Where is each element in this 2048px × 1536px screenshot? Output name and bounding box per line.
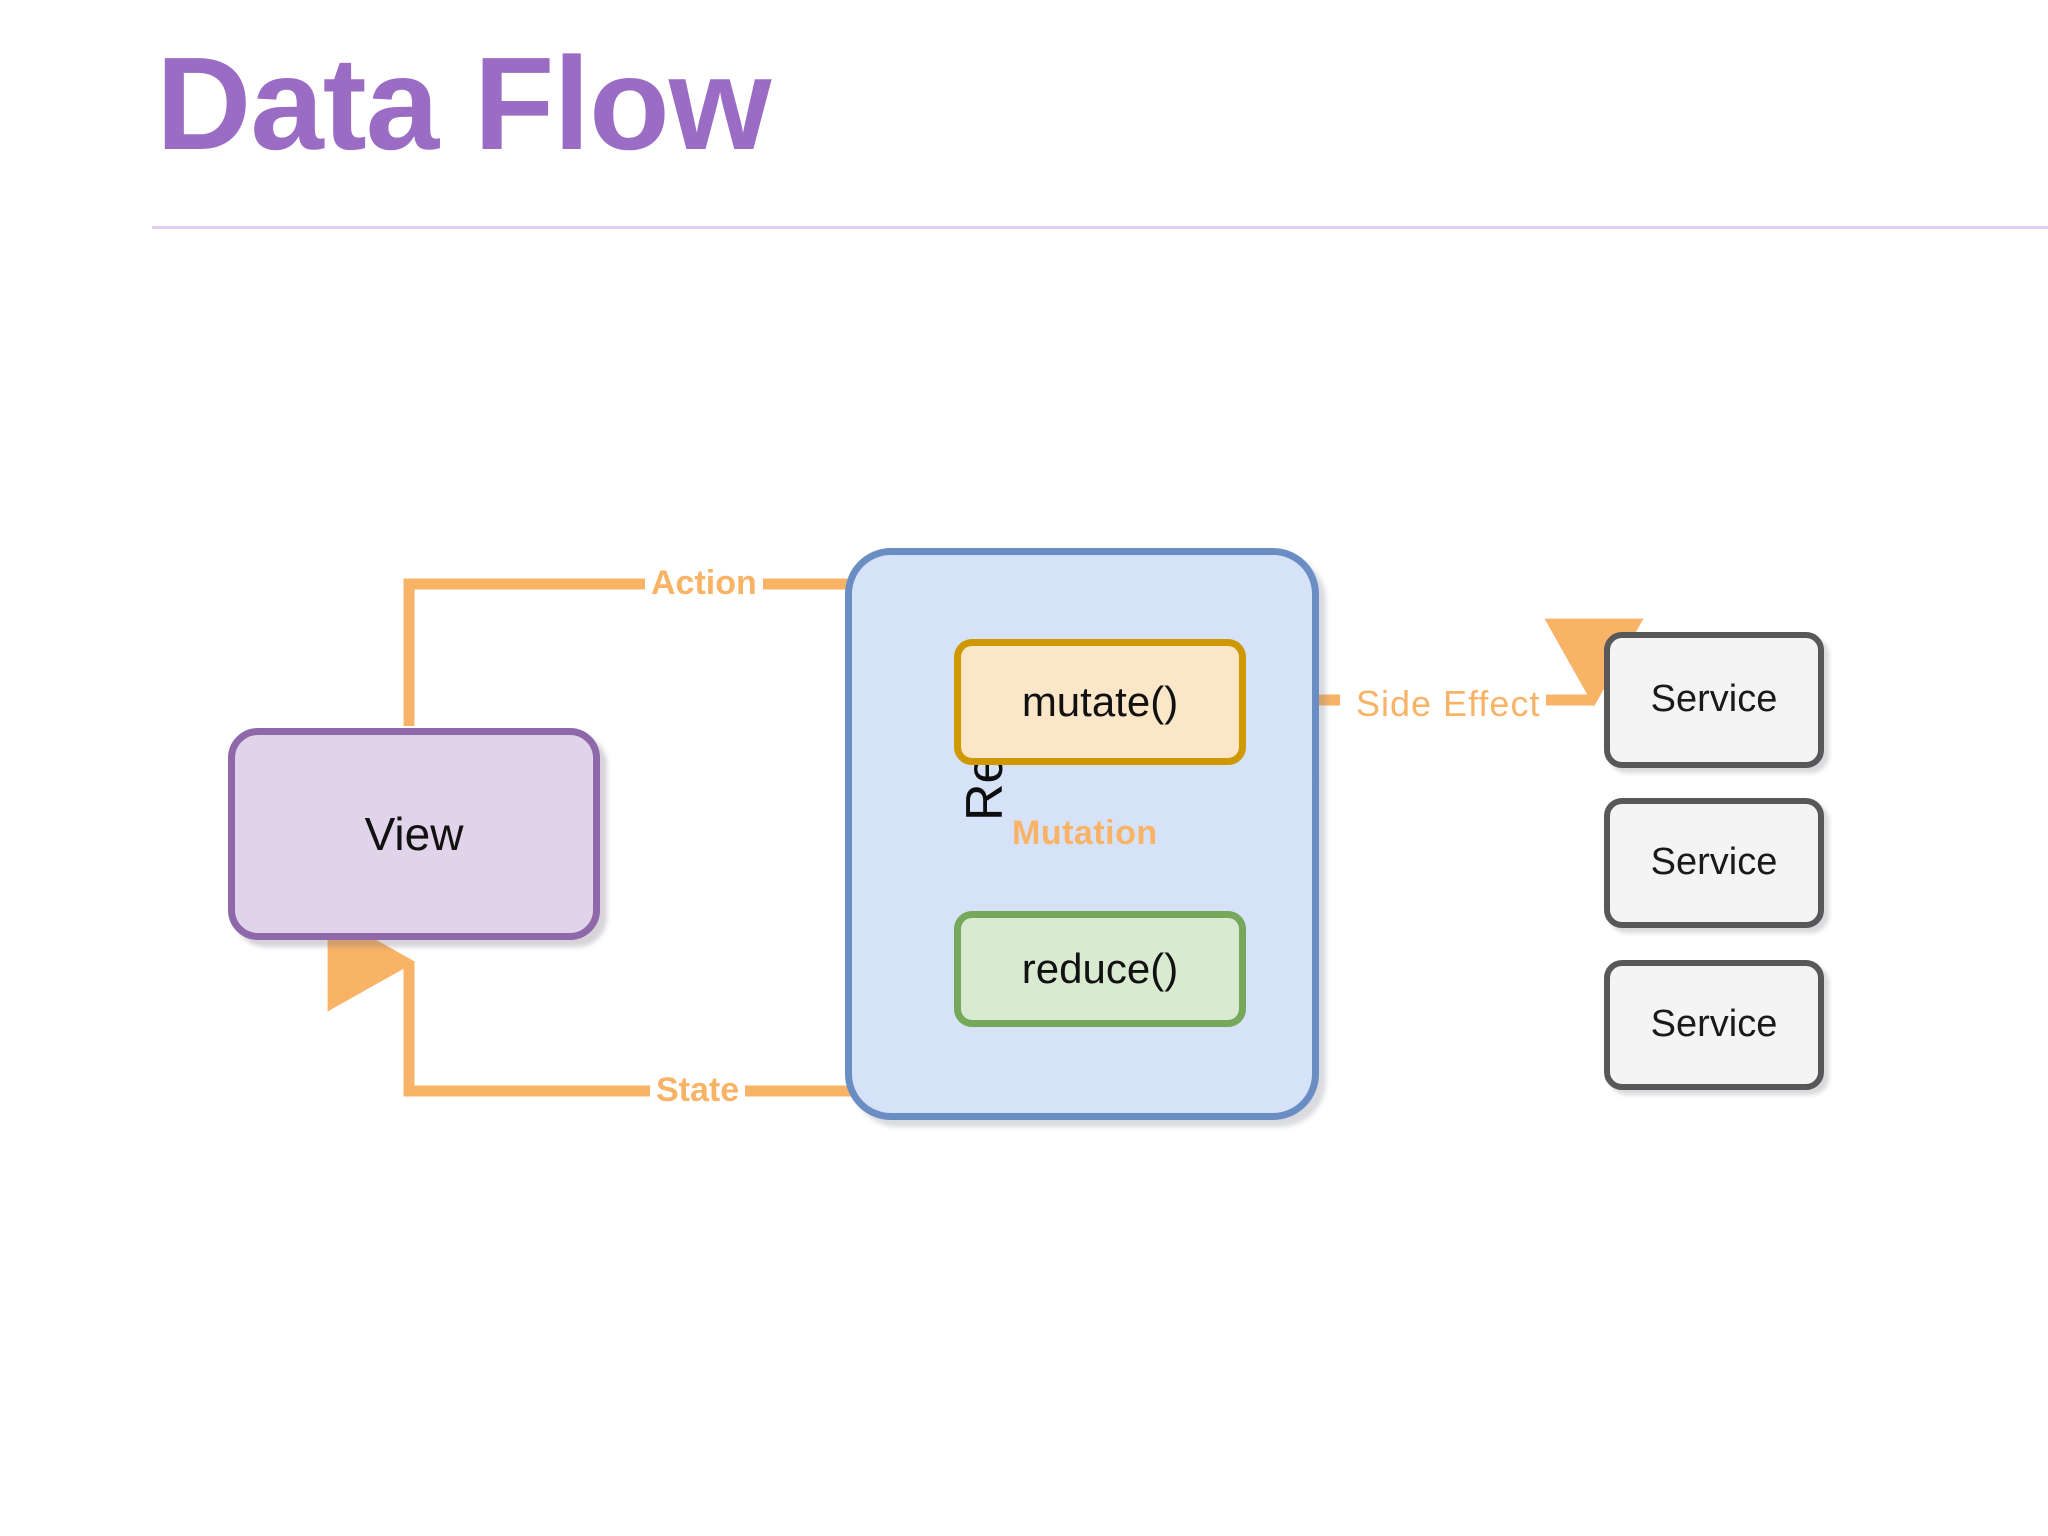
reduce-node[interactable]: reduce(): [954, 911, 1246, 1027]
service-node-2[interactable]: Service: [1604, 798, 1824, 928]
title-divider: [152, 226, 2048, 229]
edge-label-side-effect: Side Effect: [1350, 685, 1547, 723]
edge-label-action: Action: [645, 565, 763, 602]
mutate-node[interactable]: mutate(): [954, 639, 1246, 765]
edge-label-state: State: [650, 1072, 746, 1109]
edge-label-mutation: Mutation: [1006, 815, 1164, 852]
service-node-2-label: Service: [1650, 841, 1778, 884]
view-node-label: View: [364, 807, 464, 860]
page-title: Data Flow: [156, 30, 771, 177]
service-node-3-label: Service: [1650, 1003, 1778, 1046]
view-node[interactable]: View: [228, 728, 600, 940]
service-node-1[interactable]: Service: [1604, 632, 1824, 768]
mutate-node-label: mutate(): [1021, 677, 1179, 725]
service-node-3[interactable]: Service: [1604, 960, 1824, 1090]
reduce-node-label: reduce(): [1021, 944, 1179, 992]
service-node-1-label: Service: [1650, 678, 1778, 721]
